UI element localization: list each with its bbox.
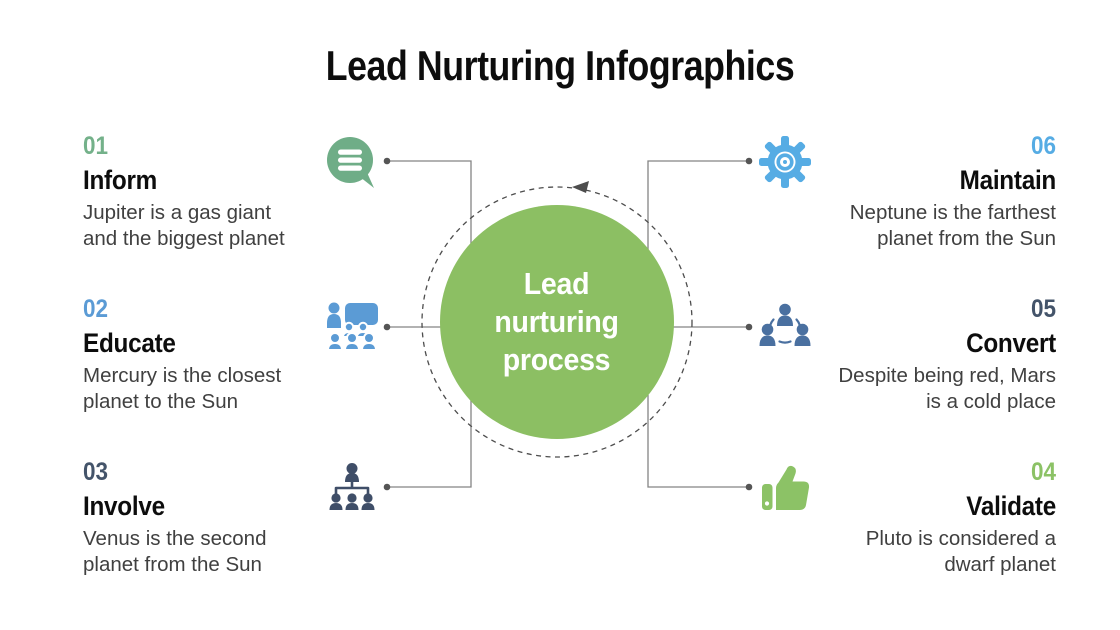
step-item-validate: 04 Validate Pluto is considered a dwarf …: [806, 457, 1057, 578]
step-item-educate: 02 Educate Mercury is the closest planet…: [83, 294, 333, 415]
step-number: 01: [83, 132, 109, 160]
cycle-arrow-icon: [572, 181, 589, 193]
step-number: 03: [83, 458, 109, 486]
page-title: Lead Nurturing Infographics: [325, 42, 795, 89]
step-item-convert: 05 Convert Despite being red, Mars is a …: [806, 294, 1056, 415]
step-title: Educate: [83, 328, 176, 358]
step-description: Venus is the second planet from the Sun: [83, 527, 267, 576]
step-number: 05: [1030, 295, 1056, 323]
step-number: 02: [83, 295, 109, 323]
step-number: 04: [1030, 458, 1056, 486]
step-number: 06: [1030, 132, 1056, 160]
gear-icon: [757, 134, 813, 190]
step-description: Mercury is the closest planet to the Sun: [83, 364, 282, 413]
step-item-inform: 01 Inform Jupiter is a gas giant and the…: [83, 131, 333, 252]
step-title: Convert: [966, 328, 1056, 358]
presentation-icon: [324, 299, 380, 355]
center-process-circle: Lead nurturing process: [440, 205, 674, 439]
step-title: Involve: [83, 491, 165, 521]
dashed-cycle-ring: [421, 186, 693, 458]
step-item-maintain: 06 Maintain Neptune is the farthest plan…: [806, 131, 1057, 252]
step-description: Jupiter is a gas giant and the biggest p…: [83, 201, 285, 250]
step-description: Neptune is the farthest planet from the …: [849, 201, 1056, 250]
chat-bubble-icon: [324, 135, 380, 191]
step-description: Pluto is considered a dwarf planet: [865, 527, 1056, 576]
team-circle-icon: [757, 299, 813, 355]
center-process-label: Lead nurturing process: [494, 266, 620, 377]
step-description: Despite being red, Mars is a cold place: [838, 364, 1056, 413]
thumbs-up-icon: [757, 460, 813, 516]
org-chart-icon: [324, 461, 380, 517]
step-item-involve: 03 Involve Venus is the second planet fr…: [83, 457, 333, 578]
step-title: Inform: [83, 165, 157, 195]
step-title: Maintain: [959, 165, 1057, 195]
step-title: Validate: [966, 491, 1056, 521]
